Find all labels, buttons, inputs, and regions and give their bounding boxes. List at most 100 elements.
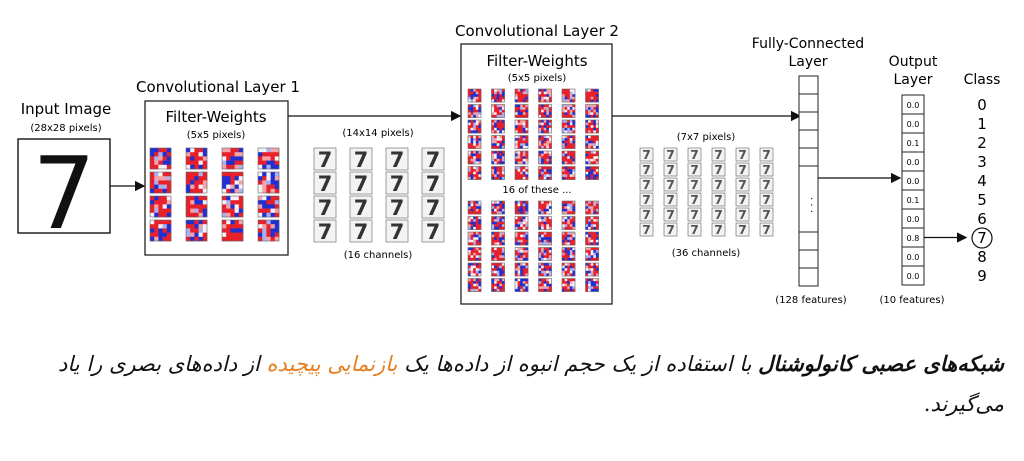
svg-text:7: 7 [738, 148, 747, 162]
conv2-feature-map: 7 [663, 192, 678, 207]
conv2-filter [538, 200, 552, 215]
cnn-diagram: Input Image (28x28 pixels) 7 Convolution… [17, 22, 1000, 306]
conv1-filter [257, 219, 280, 242]
conv2-filter [491, 262, 505, 277]
conv2-feature-map: 7 [759, 222, 774, 237]
output-value: 0.0 [907, 158, 920, 167]
fc-features: (128 features) [775, 295, 846, 306]
conv2-filter [561, 247, 576, 261]
class-label: 9 [977, 267, 987, 285]
svg-text:7: 7 [714, 193, 723, 207]
conv1-filter-grid [149, 147, 280, 242]
conv2-filter [561, 262, 576, 277]
conv1-filter [185, 195, 208, 218]
fc-neuron [798, 93, 819, 113]
conv2-filter [561, 231, 576, 246]
conv2-feature-map: 7 [711, 192, 726, 207]
caption-highlight: بازنمایی پیچیده [266, 352, 398, 376]
conv1-feature-map: 7 [421, 195, 445, 220]
conv2-filter [467, 166, 482, 180]
conv2-filter [538, 166, 552, 180]
conv1-title: Convolutional Layer 1 [136, 78, 300, 96]
caption: شبکه‌های عصبی کانولوشنال با استفاده از ی… [20, 344, 1004, 456]
svg-text:7: 7 [714, 178, 723, 192]
conv2-filter [467, 278, 482, 292]
input-title: Input Image [21, 100, 112, 118]
conv2-filter [491, 200, 505, 215]
svg-text:7: 7 [690, 178, 699, 192]
svg-text:7: 7 [642, 223, 651, 237]
class-label: 2 [977, 134, 987, 152]
svg-text:7: 7 [762, 148, 771, 162]
conv2-filter-grid-top [467, 88, 599, 180]
conv1-filter [185, 219, 208, 242]
conv2-feature-map: 7 [735, 162, 750, 177]
conv2-filter [514, 216, 529, 230]
output-title-line1: Output [889, 54, 938, 70]
conv2-filter [491, 135, 505, 149]
svg-text:7: 7 [762, 208, 771, 222]
conv1-feature-map: 7 [313, 147, 337, 172]
conv1-feature-map: 7 [313, 171, 337, 196]
output-value: 0.1 [907, 196, 920, 205]
input-digit: 7 [32, 135, 96, 252]
svg-text:7: 7 [318, 220, 333, 244]
conv2-filter [585, 231, 599, 246]
caption-text-1: با استفاده از یک حجم انبوه از داده‌ها یک [397, 352, 759, 376]
conv1-filter [221, 147, 244, 170]
conv2-filter [585, 104, 599, 118]
svg-text:7: 7 [714, 163, 723, 177]
conv2-filter [491, 278, 505, 292]
conv2-filter [538, 231, 552, 246]
conv2-filter [467, 262, 482, 277]
fc-ellipsis: · · · [805, 197, 816, 213]
conv2-filter [467, 135, 482, 149]
conv2-filter [491, 119, 505, 134]
svg-text:7: 7 [666, 178, 675, 192]
conv1-filter [149, 195, 172, 218]
conv2-feature-map: 7 [639, 192, 654, 207]
svg-text:7: 7 [318, 148, 333, 172]
conv2-filter [491, 231, 505, 246]
svg-text:7: 7 [390, 220, 405, 244]
conv2-feature-map: 7 [639, 207, 654, 222]
conv2-filter [514, 200, 529, 215]
conv2-feature-map: 7 [711, 162, 726, 177]
conv1-filter-title: Filter-Weights [165, 108, 266, 126]
conv2-filter [491, 247, 505, 261]
conv2-feature-map: 7 [687, 177, 702, 192]
conv2-filter [538, 150, 552, 165]
conv2-filter [538, 104, 552, 118]
fc-title-line1: Fully-Connected [752, 36, 864, 52]
class-label: 4 [977, 172, 987, 190]
conv2-filter [514, 88, 529, 103]
conv2-feature-map: 7 [711, 177, 726, 192]
conv2-filter [585, 150, 599, 165]
conv2-filter [467, 216, 482, 230]
class-label: 5 [977, 191, 987, 209]
conv2-filter [561, 150, 576, 165]
fc-layer [798, 75, 819, 287]
conv2-filter [585, 135, 599, 149]
svg-text:7: 7 [690, 208, 699, 222]
conv2-filter [467, 231, 482, 246]
fc-neuron [798, 231, 819, 251]
svg-text:7: 7 [642, 193, 651, 207]
conv2-feature-map: 7 [687, 192, 702, 207]
svg-text:7: 7 [390, 148, 405, 172]
class-label: 8 [977, 248, 987, 266]
conv2-feature-map: 7 [711, 147, 726, 162]
conv1-filter [149, 147, 172, 170]
conv2-feature-map: 7 [759, 192, 774, 207]
svg-text:7: 7 [690, 148, 699, 162]
conv2-filter [585, 216, 599, 230]
conv1-feature-map: 7 [349, 219, 373, 244]
conv2-filter [561, 166, 576, 180]
conv2-filter [538, 119, 552, 134]
conv2-feature-map: 7 [687, 147, 702, 162]
conv1-feature-map: 7 [313, 219, 337, 244]
conv2-filter [467, 88, 482, 103]
conv2-filter [561, 200, 576, 215]
conv2-title: Convolutional Layer 2 [455, 22, 619, 40]
